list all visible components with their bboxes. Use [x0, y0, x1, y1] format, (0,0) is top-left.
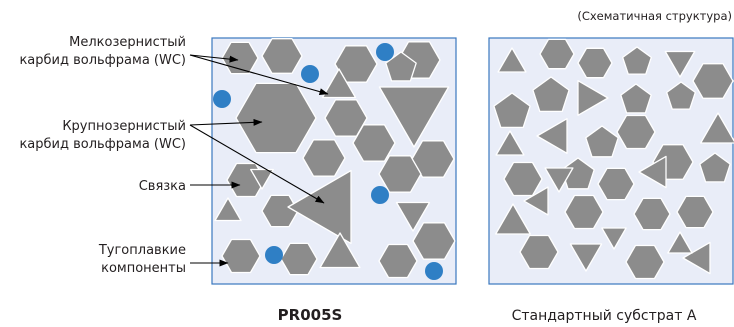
panel-pr005s	[211, 37, 457, 285]
standard-wc-grain	[699, 152, 731, 183]
pr005s-wc-grain	[214, 197, 242, 222]
standard-wc-grain	[692, 63, 734, 99]
pr005s-wc-grain	[235, 82, 317, 154]
pr005s-refractory-dot	[301, 65, 319, 83]
pr005s-wc-grain	[385, 51, 417, 82]
arrow-fine-wc	[189, 54, 329, 96]
pr005s-wc-grain	[287, 169, 352, 245]
pr005s-refractory-dot	[376, 43, 394, 61]
label-fine-wc-line1: Мелкозернистый	[69, 35, 186, 50]
standard-wc-grain	[682, 241, 711, 275]
pr005s-wc-grain	[378, 86, 450, 148]
standard-wc-grain	[633, 197, 671, 231]
arrow-fine-wc	[189, 54, 239, 63]
panel-standard-substrate	[488, 37, 734, 285]
label-arrows	[189, 54, 329, 267]
standard-wc-grain	[536, 118, 568, 154]
standard-wc-grain	[564, 194, 604, 230]
pr005s-wc-grain	[395, 201, 431, 232]
standard-wc-grain	[493, 92, 531, 129]
label-binder: Связка	[139, 179, 186, 194]
label-coarse-wc-line1: Крупнозернистый	[62, 119, 186, 134]
pr005s-wc-grain	[321, 68, 357, 99]
pr005s-wc-grain	[319, 232, 361, 269]
label-binder-line1: Связка	[139, 179, 186, 194]
standard-wc-grain	[601, 227, 627, 250]
standard-wc-grain	[532, 76, 570, 113]
pr005s-wc-grain	[261, 194, 299, 228]
standard-wc-grain	[497, 47, 527, 73]
standard-wc-grain	[666, 81, 696, 110]
standard-wc-grain	[638, 155, 667, 189]
label-coarse-wc: Крупнозернистый карбид вольфрама (WC)	[19, 119, 186, 152]
label-refractory: Тугоплавкие компоненты	[98, 243, 186, 276]
standard-wc-grain	[495, 203, 531, 235]
pr005s-refractory-dot	[213, 90, 231, 108]
standard-wc-grain	[577, 47, 613, 79]
pr005s-wc-grain	[412, 222, 456, 260]
pr005s-wc-grain	[378, 243, 418, 279]
label-coarse-wc-line2: карбид вольфрама (WC)	[19, 137, 186, 152]
pr005s-wc-grain	[221, 238, 261, 274]
schematic-note: (Схематичная структура)	[577, 9, 732, 23]
standard-wc-grain	[577, 80, 609, 116]
standard-wc-grain	[585, 125, 619, 158]
pr005s-wc-grain	[261, 38, 303, 74]
standard-wc-grain	[519, 234, 559, 270]
standard-wc-grain	[664, 50, 696, 78]
standard-wc-grain	[539, 38, 575, 70]
arrow-coarse-wc	[189, 124, 325, 204]
label-refractory-line1: Тугоплавкие	[98, 243, 186, 258]
label-fine-wc-line2: карбид вольфрама (WC)	[19, 53, 186, 68]
label-fine-wc: Мелкозернистый карбид вольфрама (WC)	[19, 35, 186, 68]
pr005s-wc-grain	[352, 124, 396, 162]
caption-pr005s: PR005S	[278, 306, 343, 324]
standard-wc-grain	[569, 243, 603, 272]
arrow-coarse-wc	[189, 118, 263, 126]
pr005s-refractory-dot	[265, 246, 283, 264]
standard-wc-grain	[625, 244, 665, 280]
pr005s-wc-grain	[334, 45, 378, 83]
standard-wc-grain	[700, 112, 734, 144]
standard-wc-grain	[616, 114, 656, 150]
standard-wc-grain	[597, 167, 635, 201]
standard-wc-grain	[495, 130, 525, 156]
pr005s-refractory-dot	[371, 186, 389, 204]
label-refractory-line2: компоненты	[101, 261, 186, 276]
pr005s-refractory-dot	[425, 262, 443, 280]
standard-wc-grain	[523, 186, 549, 216]
pr005s-wc-grain	[302, 139, 346, 177]
pr005s-wc-grain	[378, 155, 422, 193]
standard-wc-grain	[667, 231, 693, 254]
standard-wc-grain	[544, 167, 574, 193]
pr005s-wc-grain	[250, 168, 274, 190]
standard-wc-grain	[622, 46, 652, 75]
standard-wc-grain	[676, 195, 714, 229]
standard-wc-grain	[620, 83, 652, 114]
caption-standard-substrate: Стандартный субстрат A	[512, 308, 697, 324]
